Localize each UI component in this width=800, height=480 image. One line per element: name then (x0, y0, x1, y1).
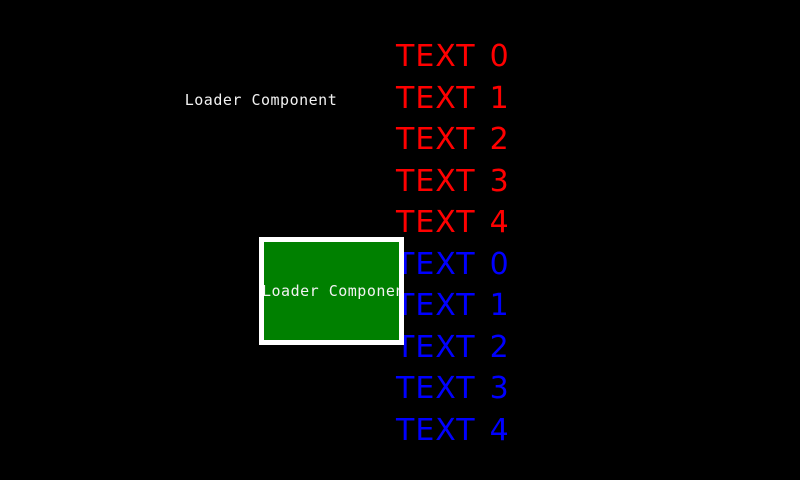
loader-panel[interactable]: Loader Component (259, 237, 404, 345)
list-item[interactable]: TEXT 4 (396, 410, 526, 452)
text-row-word: TEXT (396, 39, 476, 74)
text-row-word: TEXT (396, 329, 476, 365)
list-item[interactable]: TEXT 2 (396, 327, 526, 369)
list-item[interactable]: TEXT 1 (396, 78, 526, 120)
list-item[interactable]: TEXT 4 (396, 202, 526, 244)
text-row-index: 1 (489, 288, 510, 323)
text-row-index: 2 (489, 122, 510, 157)
loader-component-label: Loader Component (184, 91, 338, 109)
text-row-index: 1 (489, 80, 510, 116)
text-row-word: TEXT (396, 412, 476, 448)
list-item[interactable]: TEXT 0 (396, 244, 526, 286)
text-row-index: 3 (489, 371, 510, 406)
text-row-index: 4 (489, 205, 510, 240)
text-row-word: TEXT (396, 205, 476, 240)
list-item[interactable]: TEXT 1 (396, 285, 526, 327)
text-row-word: TEXT (396, 80, 476, 116)
text-row-index: 4 (489, 412, 510, 448)
text-row-index: 2 (489, 329, 510, 365)
text-row-index: 3 (489, 163, 510, 199)
text-row-word: TEXT (396, 122, 476, 157)
list-item[interactable]: TEXT 3 (396, 368, 526, 410)
text-row-index: 0 (489, 39, 510, 74)
text-row-word: TEXT (396, 163, 476, 199)
text-row-word: TEXT (396, 371, 476, 406)
text-row-index: 0 (489, 246, 510, 282)
text-list: TEXT 0 TEXT 1 TEXT 2 TEXT 3 TEXT 4 TEXT 0 TEXT… (396, 36, 526, 451)
list-item[interactable]: TEXT 0 (396, 36, 526, 78)
text-row-word: TEXT (396, 246, 476, 282)
list-item[interactable]: TEXT 3 (396, 161, 526, 203)
loader-panel-label: Loader Component (262, 282, 404, 300)
text-row-word: TEXT (396, 288, 476, 323)
list-item[interactable]: TEXT 2 (396, 119, 526, 161)
